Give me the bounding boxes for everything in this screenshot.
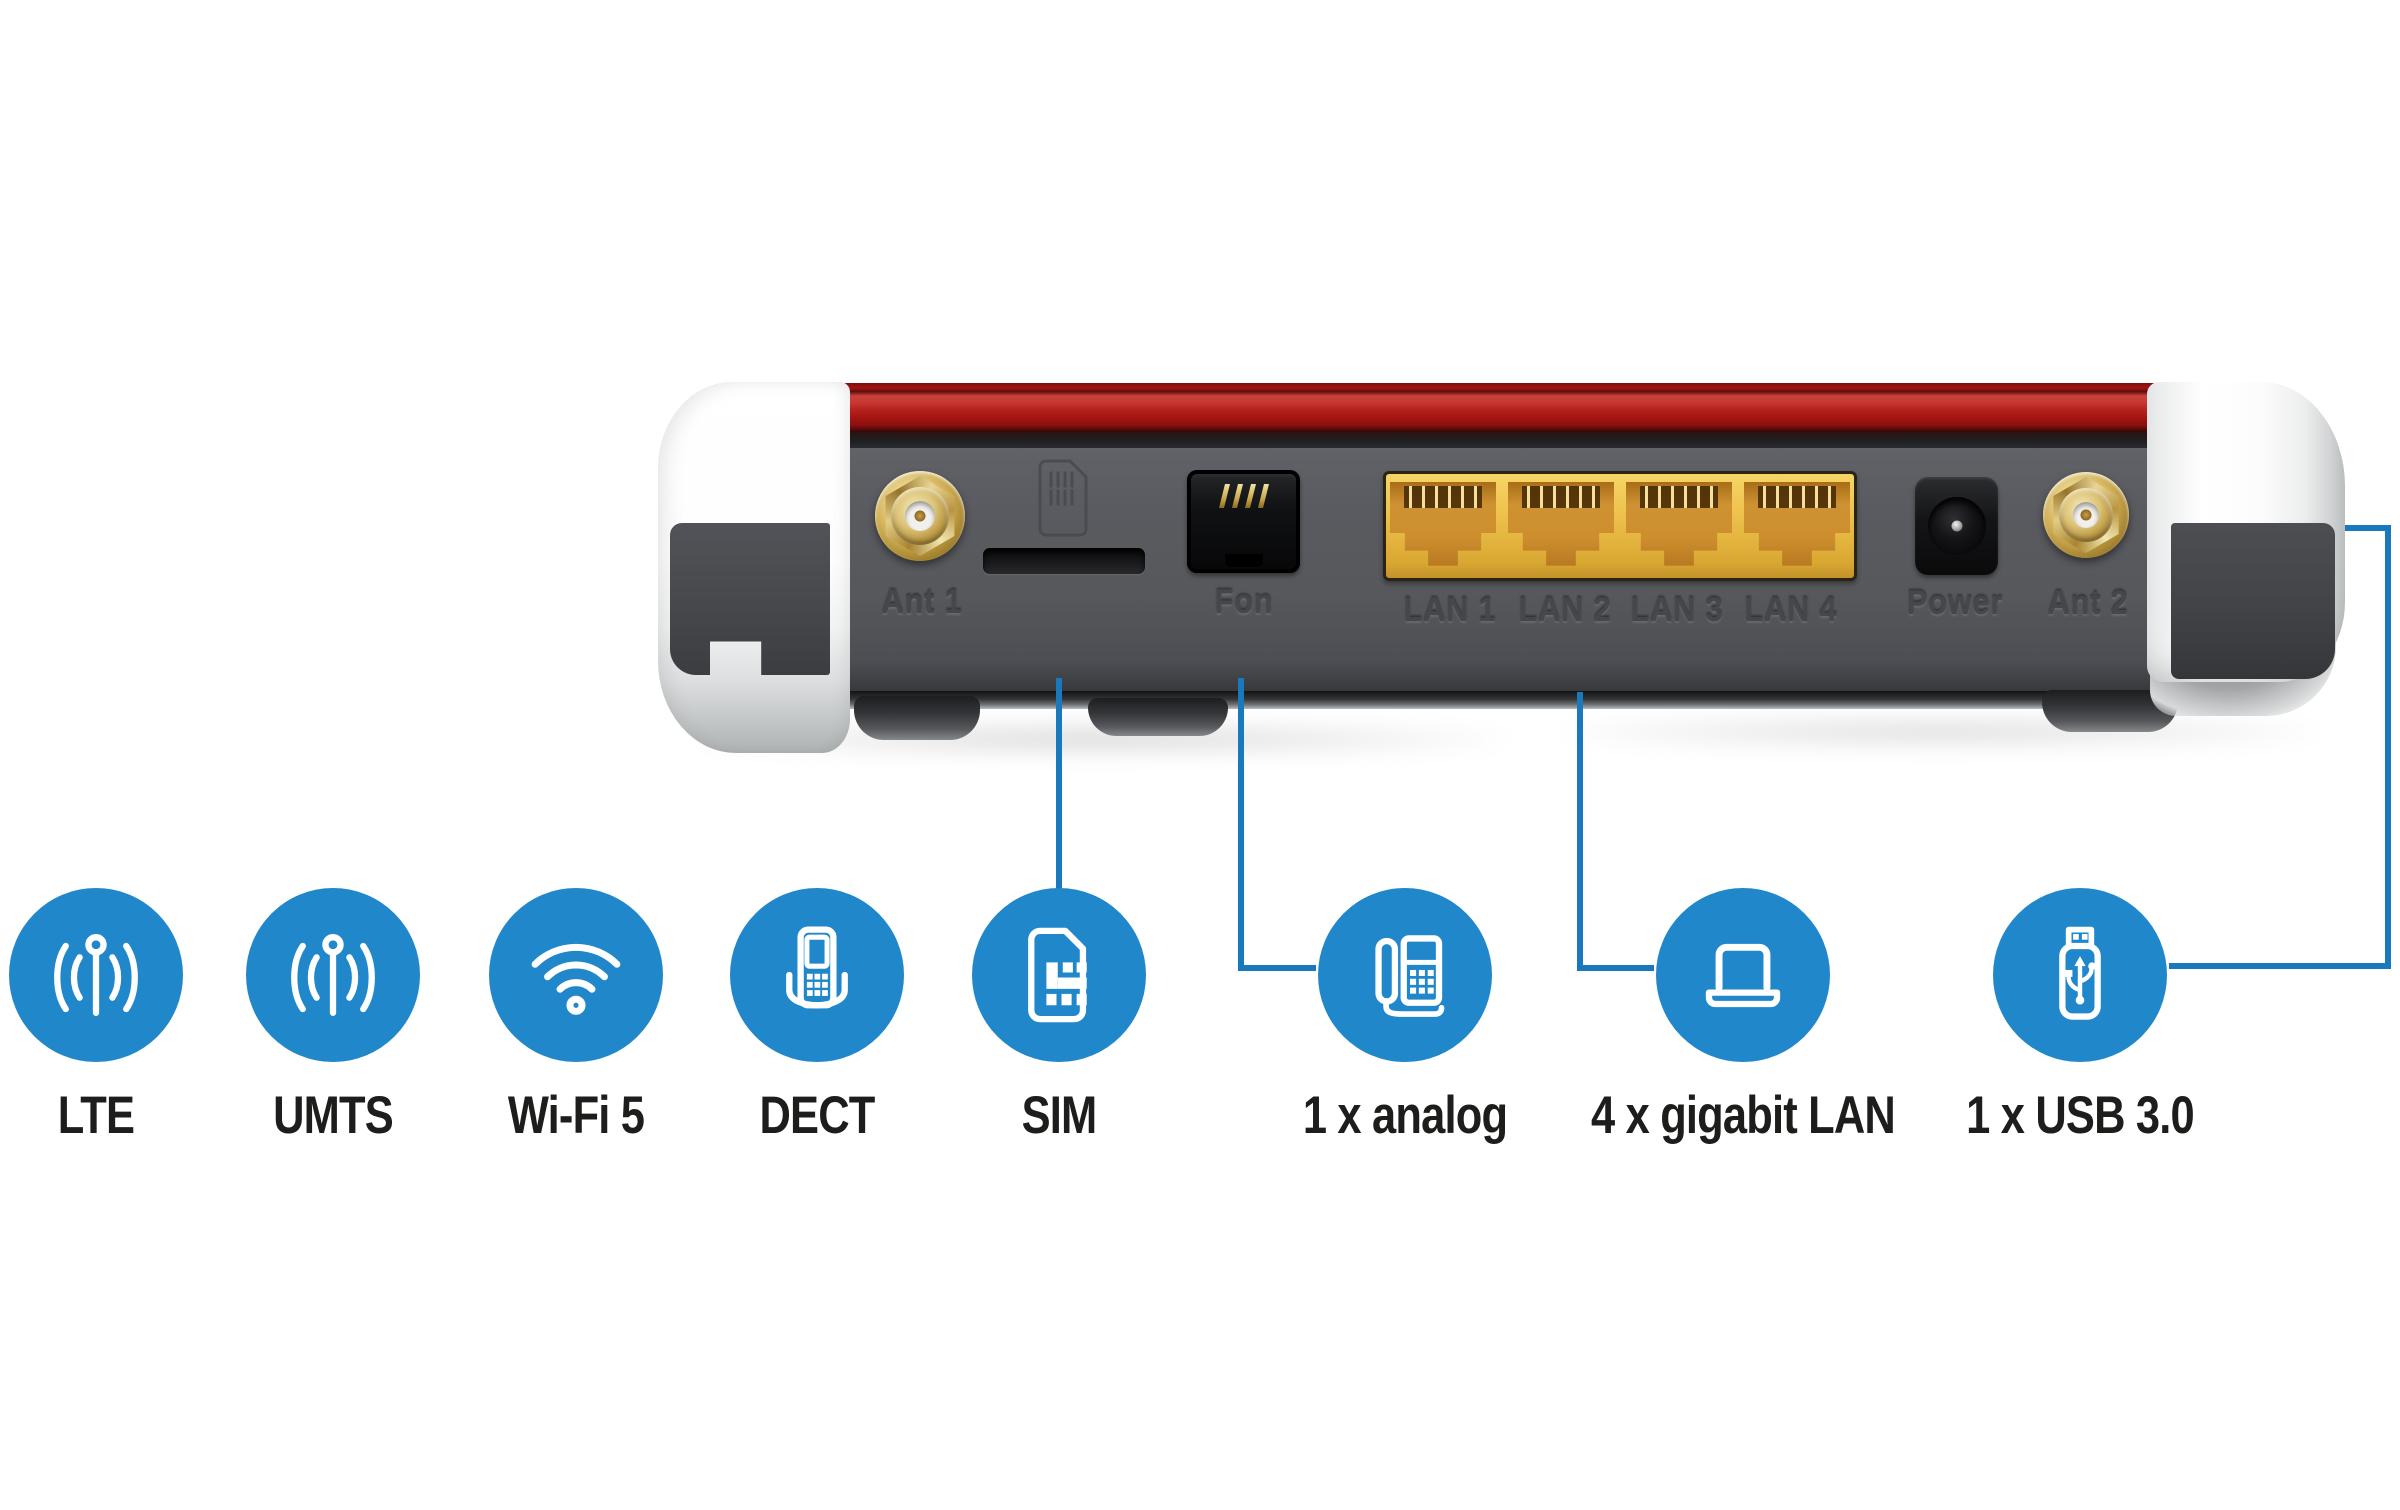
- port-label-lan1: LAN 1: [1403, 591, 1497, 629]
- port-label-ant1: Ant 1: [881, 583, 963, 621]
- end-cap-recess: [2171, 523, 2335, 679]
- power-jack[interactable]: [1915, 477, 1998, 575]
- port-label-lan2: LAN 2: [1518, 591, 1612, 629]
- feature-circle: [1318, 888, 1492, 1062]
- rj45-pins: [1639, 486, 1719, 508]
- cordless-phone-icon: [786, 926, 848, 1009]
- feature-label: 4 x gigabit LAN: [1590, 1086, 1896, 1145]
- port-label-lan3: LAN 3: [1630, 591, 1724, 629]
- antenna-connector-ant2: [2043, 472, 2129, 558]
- connector-line-fon: [1238, 678, 1316, 971]
- lan-port-block: [1383, 471, 1857, 581]
- feature-label: SIM: [1021, 1086, 1098, 1145]
- rj11-pins: [1218, 484, 1269, 508]
- feature-label: 1 x analog: [1302, 1086, 1508, 1145]
- laptop-icon: [1705, 943, 1781, 1008]
- end-cap-recess: [670, 523, 830, 675]
- router-foot: [854, 696, 980, 740]
- feature-sim: SIM: [972, 888, 1146, 1145]
- sim-card-icon: [1028, 927, 1087, 1023]
- rj45-pins: [1521, 486, 1601, 508]
- wifi-icon: [531, 943, 621, 1015]
- fon-rj11-port[interactable]: [1187, 470, 1300, 573]
- desk-phone-icon: [1375, 935, 1445, 1017]
- router-end-cap-left: [658, 382, 850, 753]
- lan3-rj45-port[interactable]: [1626, 482, 1732, 566]
- feature-circle: [972, 888, 1146, 1062]
- router-underside: [845, 691, 2165, 709]
- feature-circle: [730, 888, 904, 1062]
- sim-emboss-icon: [1038, 459, 1088, 537]
- cellular-antenna-icon: [54, 934, 138, 1016]
- rj45-pins: [1757, 486, 1837, 508]
- feature-lte: LTE: [9, 888, 183, 1145]
- router-shadow: [1560, 716, 2320, 748]
- port-label-lan4: LAN 4: [1744, 591, 1838, 629]
- router-band-shadow: [843, 432, 2163, 449]
- sma-center-pin: [2080, 509, 2092, 521]
- feature-label: Wi-Fi 5: [507, 1086, 645, 1145]
- power-center-pin: [1951, 520, 1962, 532]
- feature-dect: DECT: [730, 888, 904, 1145]
- port-label-fon: Fon: [1214, 583, 1274, 621]
- feature-label: 1 x USB 3.0: [1966, 1086, 2195, 1145]
- feature-label: DECT: [759, 1086, 875, 1145]
- feature-circle: [9, 888, 183, 1062]
- router-foot: [1088, 698, 1228, 736]
- feature-circle: [489, 888, 663, 1062]
- router-red-top-band: [840, 383, 2162, 433]
- feature-circle: [1656, 888, 1830, 1062]
- sim-card-slot[interactable]: [983, 548, 1145, 574]
- feature-umts: UMTS: [246, 888, 420, 1145]
- rj45-pins: [1403, 486, 1483, 508]
- feature-circle: [1993, 888, 2167, 1062]
- feature-usb3: 1 x USB 3.0: [1966, 888, 2195, 1145]
- router-end-cap-right: [2147, 382, 2345, 682]
- usb-stick-icon: [2059, 926, 2101, 1020]
- feature-circle: [246, 888, 420, 1062]
- cellular-antenna-icon: [291, 934, 375, 1016]
- lan4-rj45-port[interactable]: [1744, 482, 1850, 566]
- feature-label: LTE: [57, 1086, 135, 1145]
- port-label-power: Power: [1906, 584, 2004, 622]
- antenna-connector-ant1: [875, 471, 965, 561]
- lan2-rj45-port[interactable]: [1508, 482, 1614, 566]
- feature-gigabit-lan: 4 x gigabit LAN: [1591, 888, 1896, 1145]
- sma-center-pin: [914, 510, 926, 522]
- rj11-clip-slot: [1224, 554, 1263, 567]
- feature-analog: 1 x analog: [1303, 888, 1508, 1145]
- feature-label: UMTS: [273, 1086, 394, 1145]
- lan1-rj45-port[interactable]: [1390, 482, 1496, 566]
- feature-wifi5: Wi-Fi 5: [489, 888, 663, 1145]
- port-label-ant2: Ant 2: [2047, 584, 2129, 622]
